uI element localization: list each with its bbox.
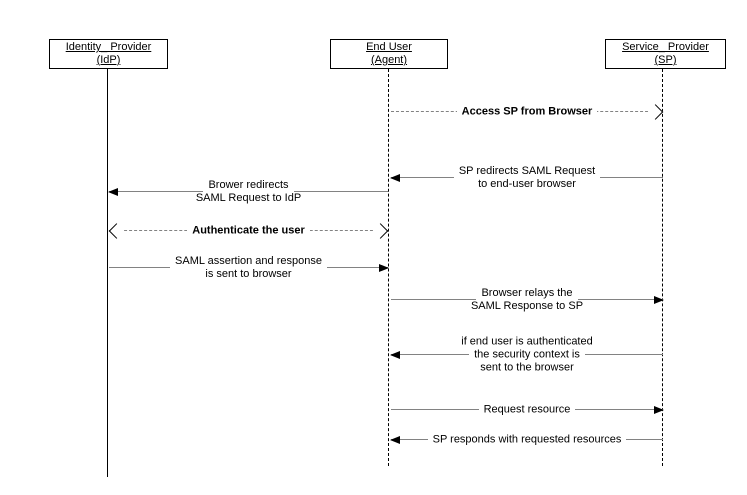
message-request-resource: Request resource <box>390 403 664 417</box>
message-authenticate-the-user: Authenticate the user <box>108 223 389 239</box>
lifeline-identity-provider <box>107 69 108 477</box>
message-security-context-sent: if end user is authenticated the securit… <box>390 334 664 376</box>
message-label: if end user is authenticated the securit… <box>390 335 664 375</box>
arrowhead-filled-left-icon <box>390 174 400 182</box>
actor-name: Identity_ Provider <box>65 41 152 53</box>
message-sp-responds-with-resources: SP responds with requested resources <box>390 433 664 447</box>
message-label: Request resource <box>390 403 664 417</box>
lifeline-service-provider <box>662 69 663 466</box>
arrowhead-filled-left-icon <box>390 436 400 444</box>
actor-name: Service_ Provider <box>622 41 709 53</box>
message-browser-relays-saml-response: Browser relays the SAML Response to SP <box>390 286 664 314</box>
message-label: SAML assertion and response is sent to b… <box>108 255 389 281</box>
arrowhead-filled-right-icon <box>654 296 664 304</box>
message-label: Authenticate the user <box>108 224 389 238</box>
actor-box-end-user: End User (Agent) <box>330 39 448 69</box>
actor-subname: (Agent) <box>370 54 408 66</box>
arrowhead-filled-right-icon <box>379 264 389 272</box>
arrowhead-filled-left-icon <box>390 351 400 359</box>
actor-box-identity-provider: Identity_ Provider (IdP) <box>49 39 168 69</box>
message-saml-assertion-and-response: SAML assertion and response is sent to b… <box>108 254 389 282</box>
message-label: Browser relays the SAML Response to SP <box>390 287 664 313</box>
message-sp-redirects-saml-request: SP redirects SAML Request to end-user br… <box>390 164 664 192</box>
message-browser-redirects-saml-request: Brower redirects SAML Request to IdP <box>108 178 389 206</box>
actor-subname: (IdP) <box>96 54 121 66</box>
message-label: SP redirects SAML Request to end-user br… <box>390 165 664 191</box>
message-access-sp-from-browser: Access SP from Browser <box>390 104 664 120</box>
message-label: SP responds with requested resources <box>390 433 664 447</box>
arrowhead-filled-left-icon <box>108 188 118 196</box>
message-label: Brower redirects SAML Request to IdP <box>108 179 389 205</box>
arrowhead-filled-right-icon <box>654 406 664 414</box>
actor-subname: (SP) <box>654 54 677 66</box>
message-label: Access SP from Browser <box>390 105 664 119</box>
actor-box-service-provider: Service_ Provider (SP) <box>605 39 726 69</box>
actor-name: End User <box>366 41 412 53</box>
